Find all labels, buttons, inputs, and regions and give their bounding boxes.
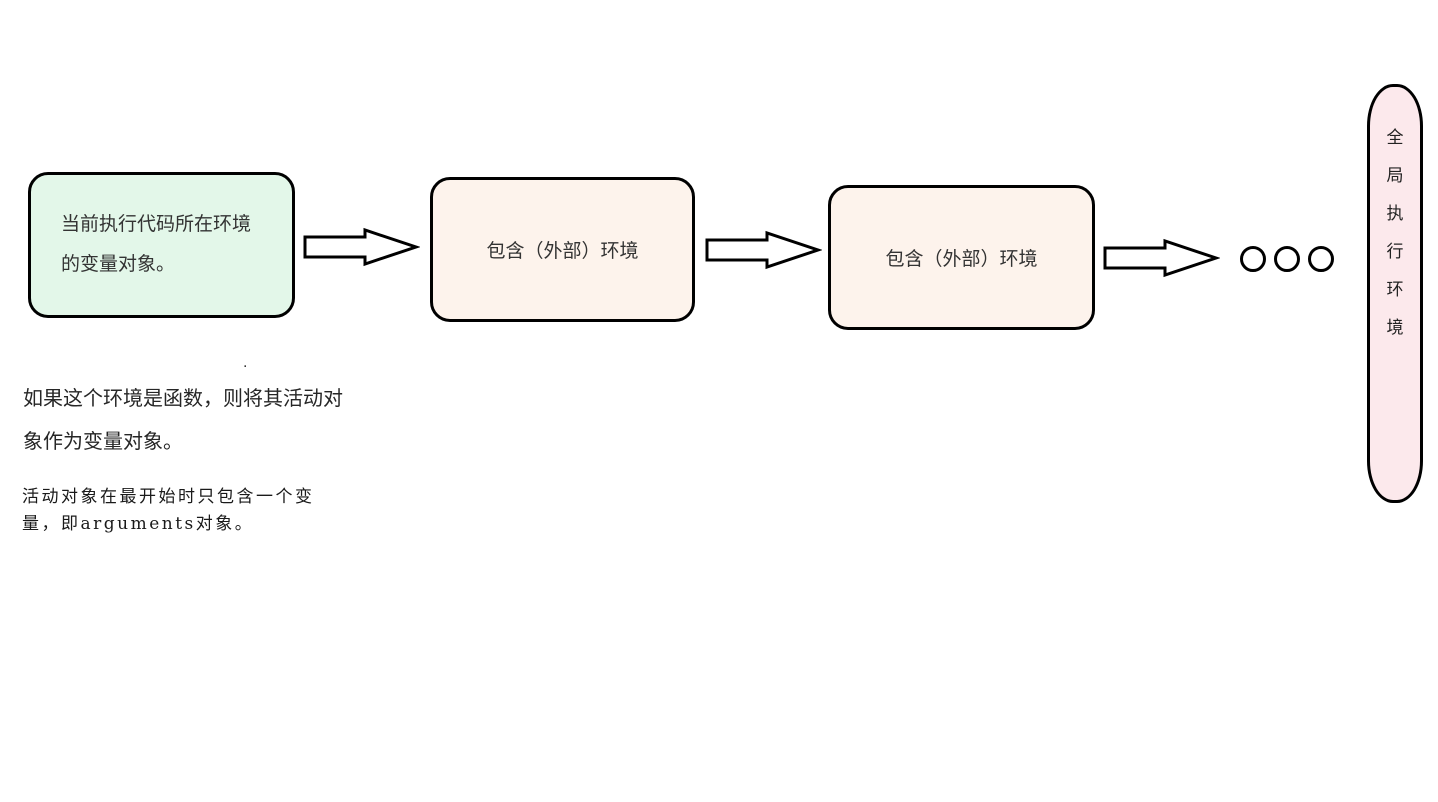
box-current-context-line1: 当前执行代码所在环境 bbox=[61, 214, 252, 235]
ellipsis-circle bbox=[1308, 246, 1334, 272]
note-arguments-object: 活动对象在最开始时只包含一个变 量，即arguments对象。 bbox=[22, 484, 315, 538]
box-current-context-line2: 的变量对象。 bbox=[61, 254, 176, 275]
box-outer-env-2: 包含（外部）环境 bbox=[828, 185, 1095, 330]
box-outer-env-1-label: 包含（外部）环境 bbox=[486, 241, 639, 262]
arrow-right-icon bbox=[303, 227, 420, 267]
note-arguments-object-line2: 量，即arguments对象。 bbox=[22, 514, 255, 534]
ellipsis-circle bbox=[1274, 246, 1300, 272]
global-env-char: 全 bbox=[1386, 128, 1404, 147]
note-activation-object: 如果这个环境是函数，则将其活动对 象作为变量对象。 bbox=[23, 378, 343, 464]
global-env-char: 执 bbox=[1386, 204, 1404, 223]
ellipsis-circle bbox=[1240, 246, 1266, 272]
box-current-context: 当前执行代码所在环境 的变量对象。 bbox=[28, 172, 295, 318]
arrow-right-icon bbox=[705, 230, 822, 270]
global-env-char: 环 bbox=[1386, 280, 1404, 299]
arrow-right-icon bbox=[1103, 238, 1220, 278]
box-global-env: 全 局 执 行 环 境 bbox=[1367, 84, 1423, 503]
note-activation-object-line1: 如果这个环境是函数，则将其活动对 bbox=[23, 388, 343, 410]
box-outer-env-1: 包含（外部）环境 bbox=[430, 177, 695, 322]
ellipsis-circles bbox=[1240, 246, 1334, 272]
stray-dot: . bbox=[243, 354, 248, 371]
global-env-char: 局 bbox=[1386, 166, 1404, 185]
box-outer-env-2-label: 包含（外部）环境 bbox=[885, 249, 1038, 270]
note-activation-object-line2: 象作为变量对象。 bbox=[23, 431, 183, 453]
box-current-context-label: 当前执行代码所在环境 的变量对象。 bbox=[61, 205, 251, 285]
global-env-char: 行 bbox=[1386, 242, 1404, 261]
note-arguments-object-line1: 活动对象在最开始时只包含一个变 bbox=[22, 487, 315, 507]
global-env-char: 境 bbox=[1386, 318, 1404, 337]
